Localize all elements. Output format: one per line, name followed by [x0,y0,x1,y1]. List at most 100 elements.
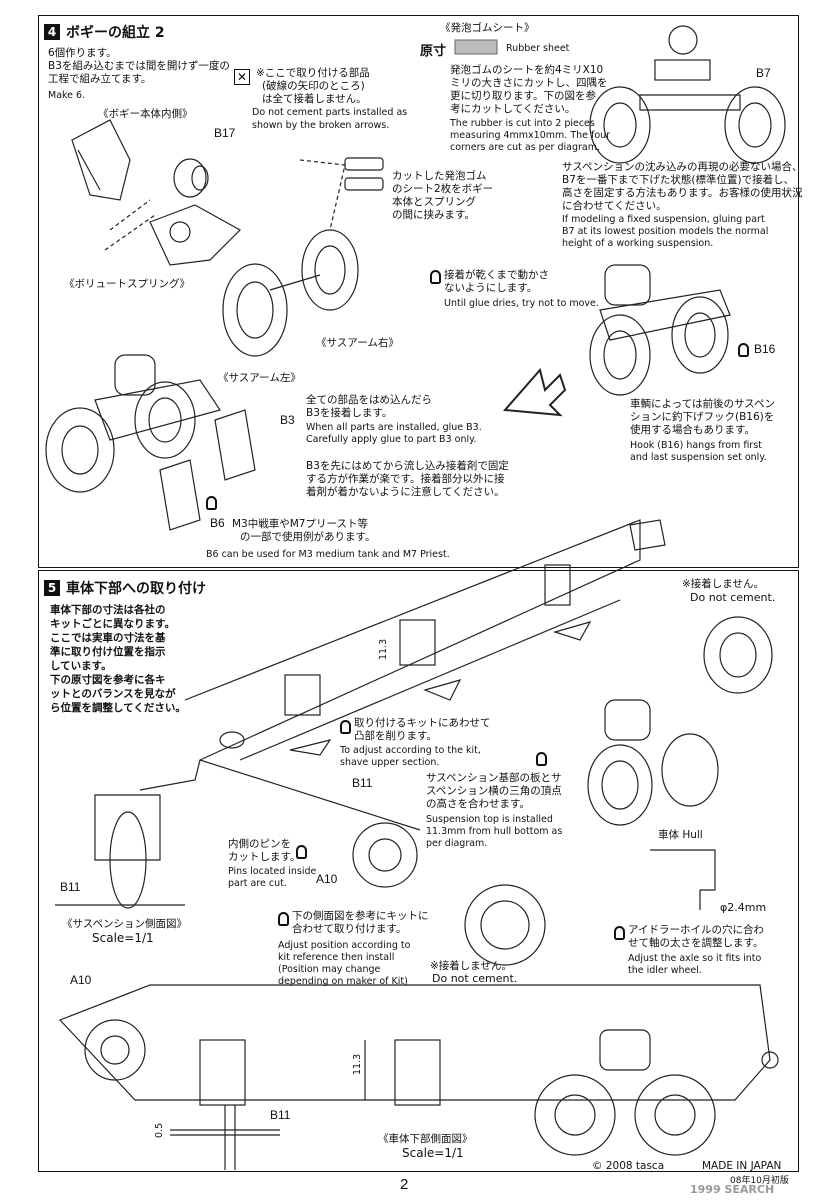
idler-jp-2: せて軸の太さを調整します。 [628,937,764,949]
note-x-en-1: Do not cement parts installed as [252,107,408,118]
shave-en-2: shave upper section. [340,757,440,768]
label-b16: B16 [754,342,776,356]
side-en-4: depending on maker of Kit) [278,976,408,987]
allparts-jp-2: B3を接着します。 [306,407,393,419]
label-b17: B17 [214,126,236,140]
foam-jp-2: ミリの大きさにカットし、四隅を [450,77,608,89]
label-a10-lower: A10 [70,973,92,987]
shave-jp-1: 取り付けるキットにあわせて [354,717,491,729]
intro-jp-2: キットごとに異なります。 [50,618,175,630]
fixed-jp-3: 高さを固定する方法もあります。お客様の使用状況 [562,187,803,199]
intro-jp-8: ら位置を調整してください。 [50,702,186,714]
label-b6: B6 [210,516,225,530]
side-en-1: Adjust position according to [278,940,411,951]
sus-side-title: 《サスペンション側面図》 [62,918,188,930]
intro-jp-1: 車体下部の寸法は各社の [50,604,166,616]
section5-frame [38,570,799,1172]
top-en-3: per diagram. [426,838,488,849]
scale1-label: Scale=1/1 [92,931,154,945]
fixed-en-1: If modeling a fixed suspension, gluing p… [562,214,765,225]
fixed-jp-4: に合わせてください。 [562,200,667,212]
fixed-en-3: height of a working suspension. [562,238,714,249]
idler-en-2: the idler wheel. [628,965,702,976]
hook-en-2: and last suspension set only. [630,452,767,463]
hook-jp-2: ションに釣下げフック(B16)を [630,411,775,423]
hint-bulb-icon [296,845,307,859]
dim-11-3-upper: 11.3 [378,638,389,660]
allparts-en-1: When all parts are installed, glue B3. [306,422,482,433]
cut-jp-3: 本体とスプリング [392,196,476,208]
label-sus-arm-right: 《サスアーム右》 [316,337,399,349]
note-x-jp-2: (破線の矢印のところ) [262,80,365,92]
actual-size-label: 原寸 [420,43,447,58]
hull-label: 車体 Hull [658,829,703,841]
note-x-jp-3: は全て接着しません。 [262,93,367,105]
intro-jp-5: しています。 [50,660,112,672]
intro-jp-6: 下の原寸図を参考に各キ [50,674,166,686]
hint-bulb-icon [278,912,289,926]
make-jp-3: 工程で組み立てます。 [48,73,152,85]
label-b11-bottom: B11 [270,1108,291,1122]
watermark: 1999 SEARCH [690,1183,775,1196]
b6-jp-1: M3中戦車やM7プリースト等 [232,518,368,530]
label-a10-upper: A10 [316,872,338,886]
pin-en-1: Pins located inside [228,866,317,877]
allparts-en-2: Carefully apply glue to part B3 only. [306,434,477,445]
hint-bulb-icon [340,720,351,734]
hint-bulb-icon [738,343,749,357]
note-x-jp-1: ※ここで取り付ける部品 [256,67,370,79]
glue-dry-jp-2: ないようにします。 [444,282,538,294]
allparts-jp-1: 全ての部品をはめ込んだら [306,394,432,406]
pin-jp-2: カットします。 [228,851,301,863]
rubber-sheet-label: Rubber sheet [506,43,570,54]
no-cement2-en: Do not cement. [432,972,518,985]
b6-jp-2: の一部で使用例があります。 [240,531,376,543]
b3first-jp-1: B3を先にはめてから流し込み接着剤で固定 [306,460,509,472]
shave-jp-2: 凸部を削ります。 [354,730,437,742]
side-jp-2: 合わせて取り付けます。 [292,923,407,935]
label-volute-spring: 《ボリュートスプリング》 [64,278,190,290]
section5-heading: 5 車体下部への取り付け [44,578,206,598]
top-en-2: 11.3mm from hull bottom as [426,826,563,837]
hook-jp-1: 車輌によっては前後のサスペン [630,398,776,410]
top-jp-1: サスペンション基部の板とサ [426,772,562,784]
label-b3: B3 [280,413,295,427]
foam-jp-1: 発泡ゴムのシートを約4ミリX10 [450,64,604,76]
pin-jp-1: 内側のピンを [228,838,291,850]
label-b7: B7 [756,66,771,80]
foam-en-1: The rubber is cut into 2 pieces [450,118,595,129]
shave-en-1: To adjust according to the kit, [340,745,481,756]
cut-jp-1: カットした発泡ゴム [392,170,487,182]
hint-bulb-icon [206,496,217,510]
no-cement-en: Do not cement. [690,591,776,604]
foam-title: 《発泡ゴムシート》 [440,22,535,34]
idler-jp-1: アイドラーホイルの穴に合わ [628,924,764,936]
make-jp-2: B3を組み込むまでは間を開けず一度の [48,60,230,72]
fixed-jp-1: サスペンションの沈み込みの再現の必要ない場合、 [562,161,803,173]
idler-en-1: Adjust the axle so it fits into [628,953,762,964]
label-bogie-inner: 《ボギー本体内側》 [98,108,193,120]
section4-frame [38,15,799,568]
b6-en: B6 can be used for M3 medium tank and M7… [206,549,450,560]
hook-en-1: Hook (B16) hangs from first [630,440,762,451]
hint-bulb-icon [536,752,547,766]
top-jp-2: スペンション横の三角の頂点 [426,785,562,797]
label-b11-hull: B11 [352,776,373,790]
hull-side-title: 《車体下部側面図》 [378,1133,473,1145]
hint-bulb-icon [614,926,625,940]
glue-dry-en: Until glue dries, try not to move. [444,298,599,309]
section5-title: 車体下部への取り付け [66,581,206,597]
made-in: MADE IN JAPAN [702,1160,782,1172]
x-mark-icon: ✕ [234,69,250,85]
foam-jp-4: 考にカットしてください。 [450,103,576,115]
intro-jp-3: ここでは実車の寸法を基 [50,632,166,644]
side-en-2: kit reference then install [278,952,395,963]
dim-11-3-lower: 11.3 [352,1053,363,1075]
dia-label: φ2.4mm [720,901,767,914]
b3first-jp-2: する方が作業が楽です。接着部分以外に接 [306,473,505,485]
section4-title: ボギーの組立 2 [66,25,165,41]
label-b11-side: B11 [60,880,81,894]
side-jp-1: 下の側面図を参考にキットに [292,910,429,922]
scale2-label: Scale=1/1 [402,1146,464,1160]
make-jp-1: 6個作ります。 [48,47,117,59]
